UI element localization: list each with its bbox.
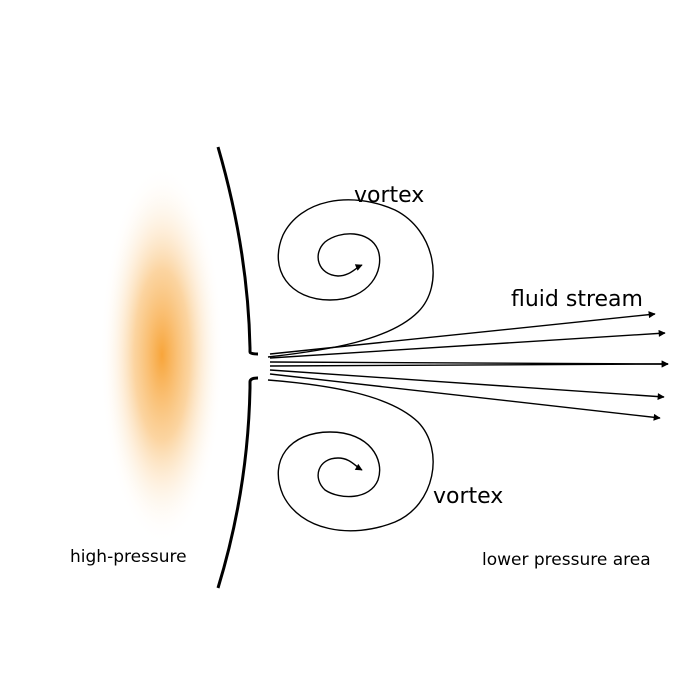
wall-lower (216, 376, 259, 589)
vortex-top-label: vortex (354, 183, 424, 208)
high-pressure-glow (100, 165, 224, 545)
stream-arrow (269, 329, 666, 359)
vortex-bottom-label: vortex (433, 484, 503, 509)
vortex-top-spiral (267, 199, 434, 358)
stream-arrow (269, 373, 661, 421)
high-pressure-label: high-pressure (70, 547, 187, 567)
wall-upper (216, 146, 259, 356)
fluid-stream-label: fluid stream (511, 287, 643, 312)
vortex-bottom-spiral (267, 379, 434, 532)
stream-arrow (269, 369, 665, 401)
stream-arrow (269, 360, 669, 368)
low-pressure-label: lower pressure area (482, 550, 651, 570)
stream-arrow (269, 311, 656, 355)
